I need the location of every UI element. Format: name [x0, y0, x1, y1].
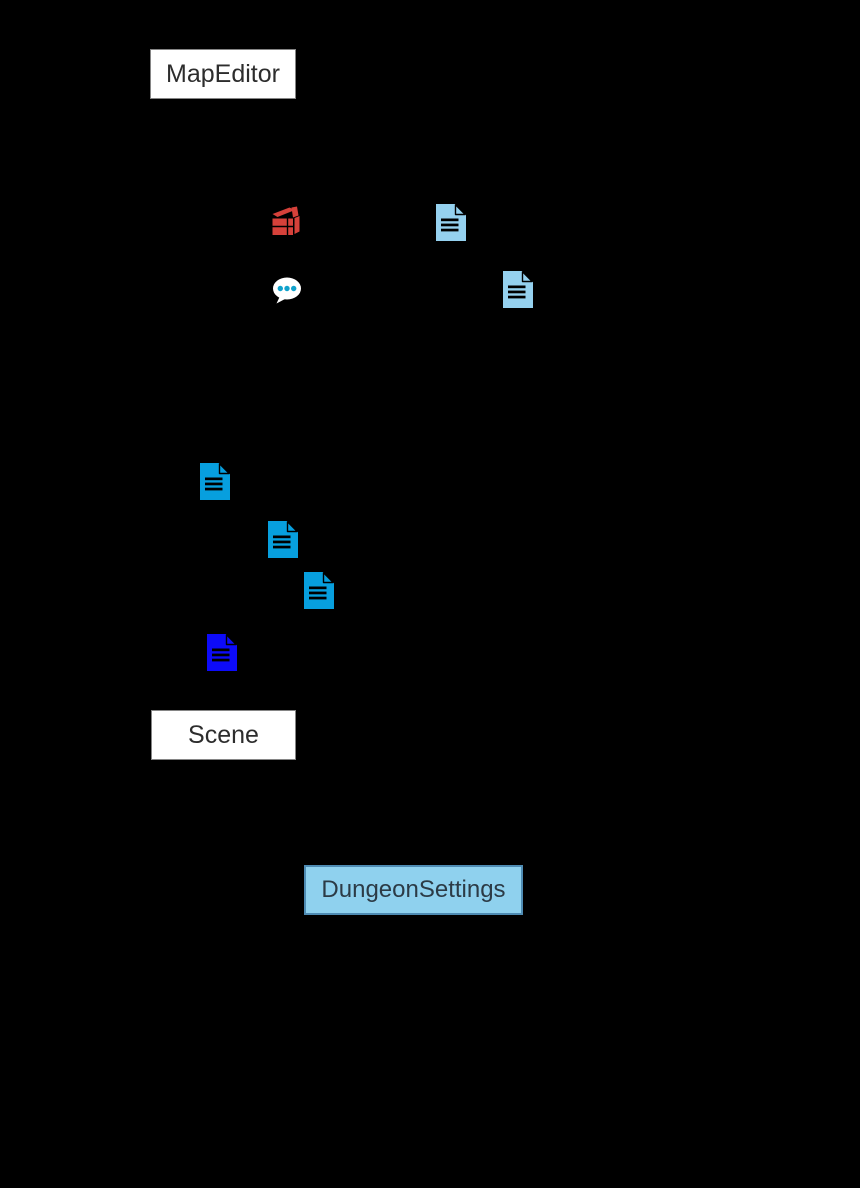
- node-scene-label: Scene: [188, 720, 259, 749]
- document-icon: [268, 521, 298, 558]
- node-map-editor-label: MapEditor: [166, 59, 280, 88]
- document-icon: [304, 572, 334, 609]
- document-icon: [503, 271, 533, 308]
- node-dungeon-settings: DungeonSettings: [304, 865, 523, 915]
- document-icon: [200, 463, 230, 500]
- chat-bubble-icon: [272, 277, 302, 304]
- 3d-box-icon: [272, 206, 303, 236]
- document-icon: [436, 204, 466, 241]
- node-scene: Scene: [151, 710, 296, 760]
- node-dungeon-settings-label: DungeonSettings: [321, 876, 506, 903]
- document-icon: [207, 634, 237, 671]
- node-map-editor: MapEditor: [150, 49, 296, 99]
